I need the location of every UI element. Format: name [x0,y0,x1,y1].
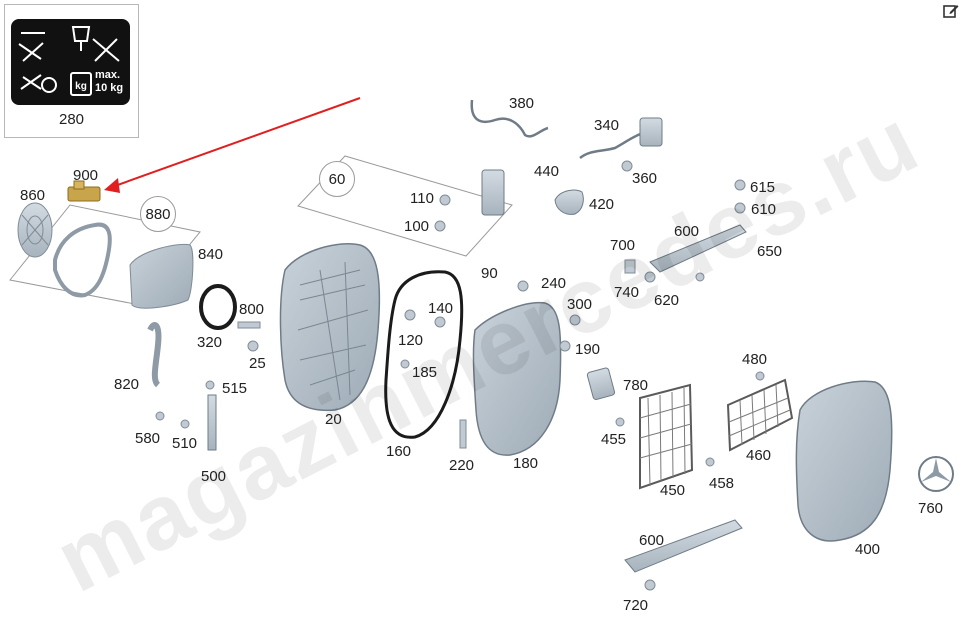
part-label-185[interactable]: 185 [412,364,438,381]
part-label-650[interactable]: 650 [757,243,783,260]
part-label-900[interactable]: 900 [73,167,99,184]
part-label-450[interactable]: 450 [660,482,686,499]
group-label-60[interactable]: 60 [319,161,355,197]
part-label-380[interactable]: 380 [509,95,535,112]
indicator-arrow [111,97,361,188]
sign-max-text: max. 10 kg [95,69,123,95]
part-shape-600-upper [649,224,747,273]
part-label-840[interactable]: 840 [198,246,224,263]
part-label-780[interactable]: 780 [623,377,649,394]
part-shape-460 [726,378,794,452]
part-label-400[interactable]: 400 [855,541,881,558]
part-shape-160 [384,270,464,439]
part-shape-340b [639,117,663,147]
sign-kg-text: kg [75,81,87,92]
group-label-880[interactable]: 880 [140,196,176,232]
part-label-760[interactable]: 760 [918,500,944,517]
part-label-320[interactable]: 320 [197,334,223,351]
part-label-190[interactable]: 190 [575,341,601,358]
part-shape-840 [129,243,194,309]
edit-icon[interactable] [943,3,959,19]
part-label-360[interactable]: 360 [632,170,658,187]
part-shape-780 [586,367,616,400]
part-shape-180 [472,301,562,456]
part-shape-820 [147,322,162,388]
part-label-20[interactable]: 20 [325,411,342,428]
small-bolts [155,160,765,591]
part-label-240[interactable]: 240 [541,275,567,292]
part-shape-420 [554,189,584,215]
part-label-140[interactable]: 140 [428,300,454,317]
part-shape-450 [639,383,694,490]
part-label-600-lower[interactable]: 600 [639,532,665,549]
part-shape-760 [918,456,954,492]
part-shape-500 [207,394,217,451]
indicator-arrowhead [104,178,120,193]
part-label-700[interactable]: 700 [610,237,636,254]
part-label-460[interactable]: 460 [746,447,772,464]
part-label-160[interactable]: 160 [386,443,412,460]
part-label-615[interactable]: 615 [750,179,776,196]
part-label-420[interactable]: 420 [589,196,615,213]
part-label-220[interactable]: 220 [449,457,475,474]
part-label-340[interactable]: 340 [594,117,620,134]
part-shape-880 [53,222,112,298]
part-shape-900 [67,180,101,202]
part-label-500[interactable]: 500 [201,468,227,485]
part-label-280: 280 [58,111,85,128]
part-label-580[interactable]: 580 [135,430,161,447]
part-shape-380 [470,99,549,138]
part-label-860[interactable]: 860 [20,187,46,204]
part-shape-90 [481,169,505,216]
part-label-620[interactable]: 620 [654,292,680,309]
part-label-610[interactable]: 610 [751,201,777,218]
part-label-25[interactable]: 25 [249,355,266,372]
part-label-820[interactable]: 820 [114,376,140,393]
part-label-720[interactable]: 720 [623,597,649,614]
sign-panel[interactable]: kg max. 10 kg 280 [4,4,139,138]
part-label-90[interactable]: 90 [481,265,498,282]
safety-sign: kg max. 10 kg [11,19,130,105]
part-label-180[interactable]: 180 [513,455,539,472]
part-shape-320 [199,284,237,330]
part-label-300[interactable]: 300 [567,296,593,313]
part-label-110[interactable]: 110 [410,190,434,207]
part-shape-600-lower [624,519,743,573]
part-label-510[interactable]: 510 [172,435,198,452]
part-label-800[interactable]: 800 [239,301,265,318]
part-label-100[interactable]: 100 [404,218,430,235]
part-label-740[interactable]: 740 [614,284,640,301]
sign-weight-label: 10 kg [95,82,124,94]
safety-sign-icon: kg [18,26,120,96]
part-label-515[interactable]: 515 [222,380,248,397]
part-label-440[interactable]: 440 [534,163,560,180]
part-shape-860 [17,202,53,258]
part-label-480[interactable]: 480 [742,351,768,368]
part-label-120[interactable]: 120 [398,332,424,349]
part-shape-400 [795,380,893,542]
part-label-600-upper[interactable]: 600 [674,223,700,240]
part-shape-20 [279,243,381,412]
part-label-458[interactable]: 458 [709,475,735,492]
part-label-455[interactable]: 455 [601,431,627,448]
sign-max-label: max. [95,69,121,81]
